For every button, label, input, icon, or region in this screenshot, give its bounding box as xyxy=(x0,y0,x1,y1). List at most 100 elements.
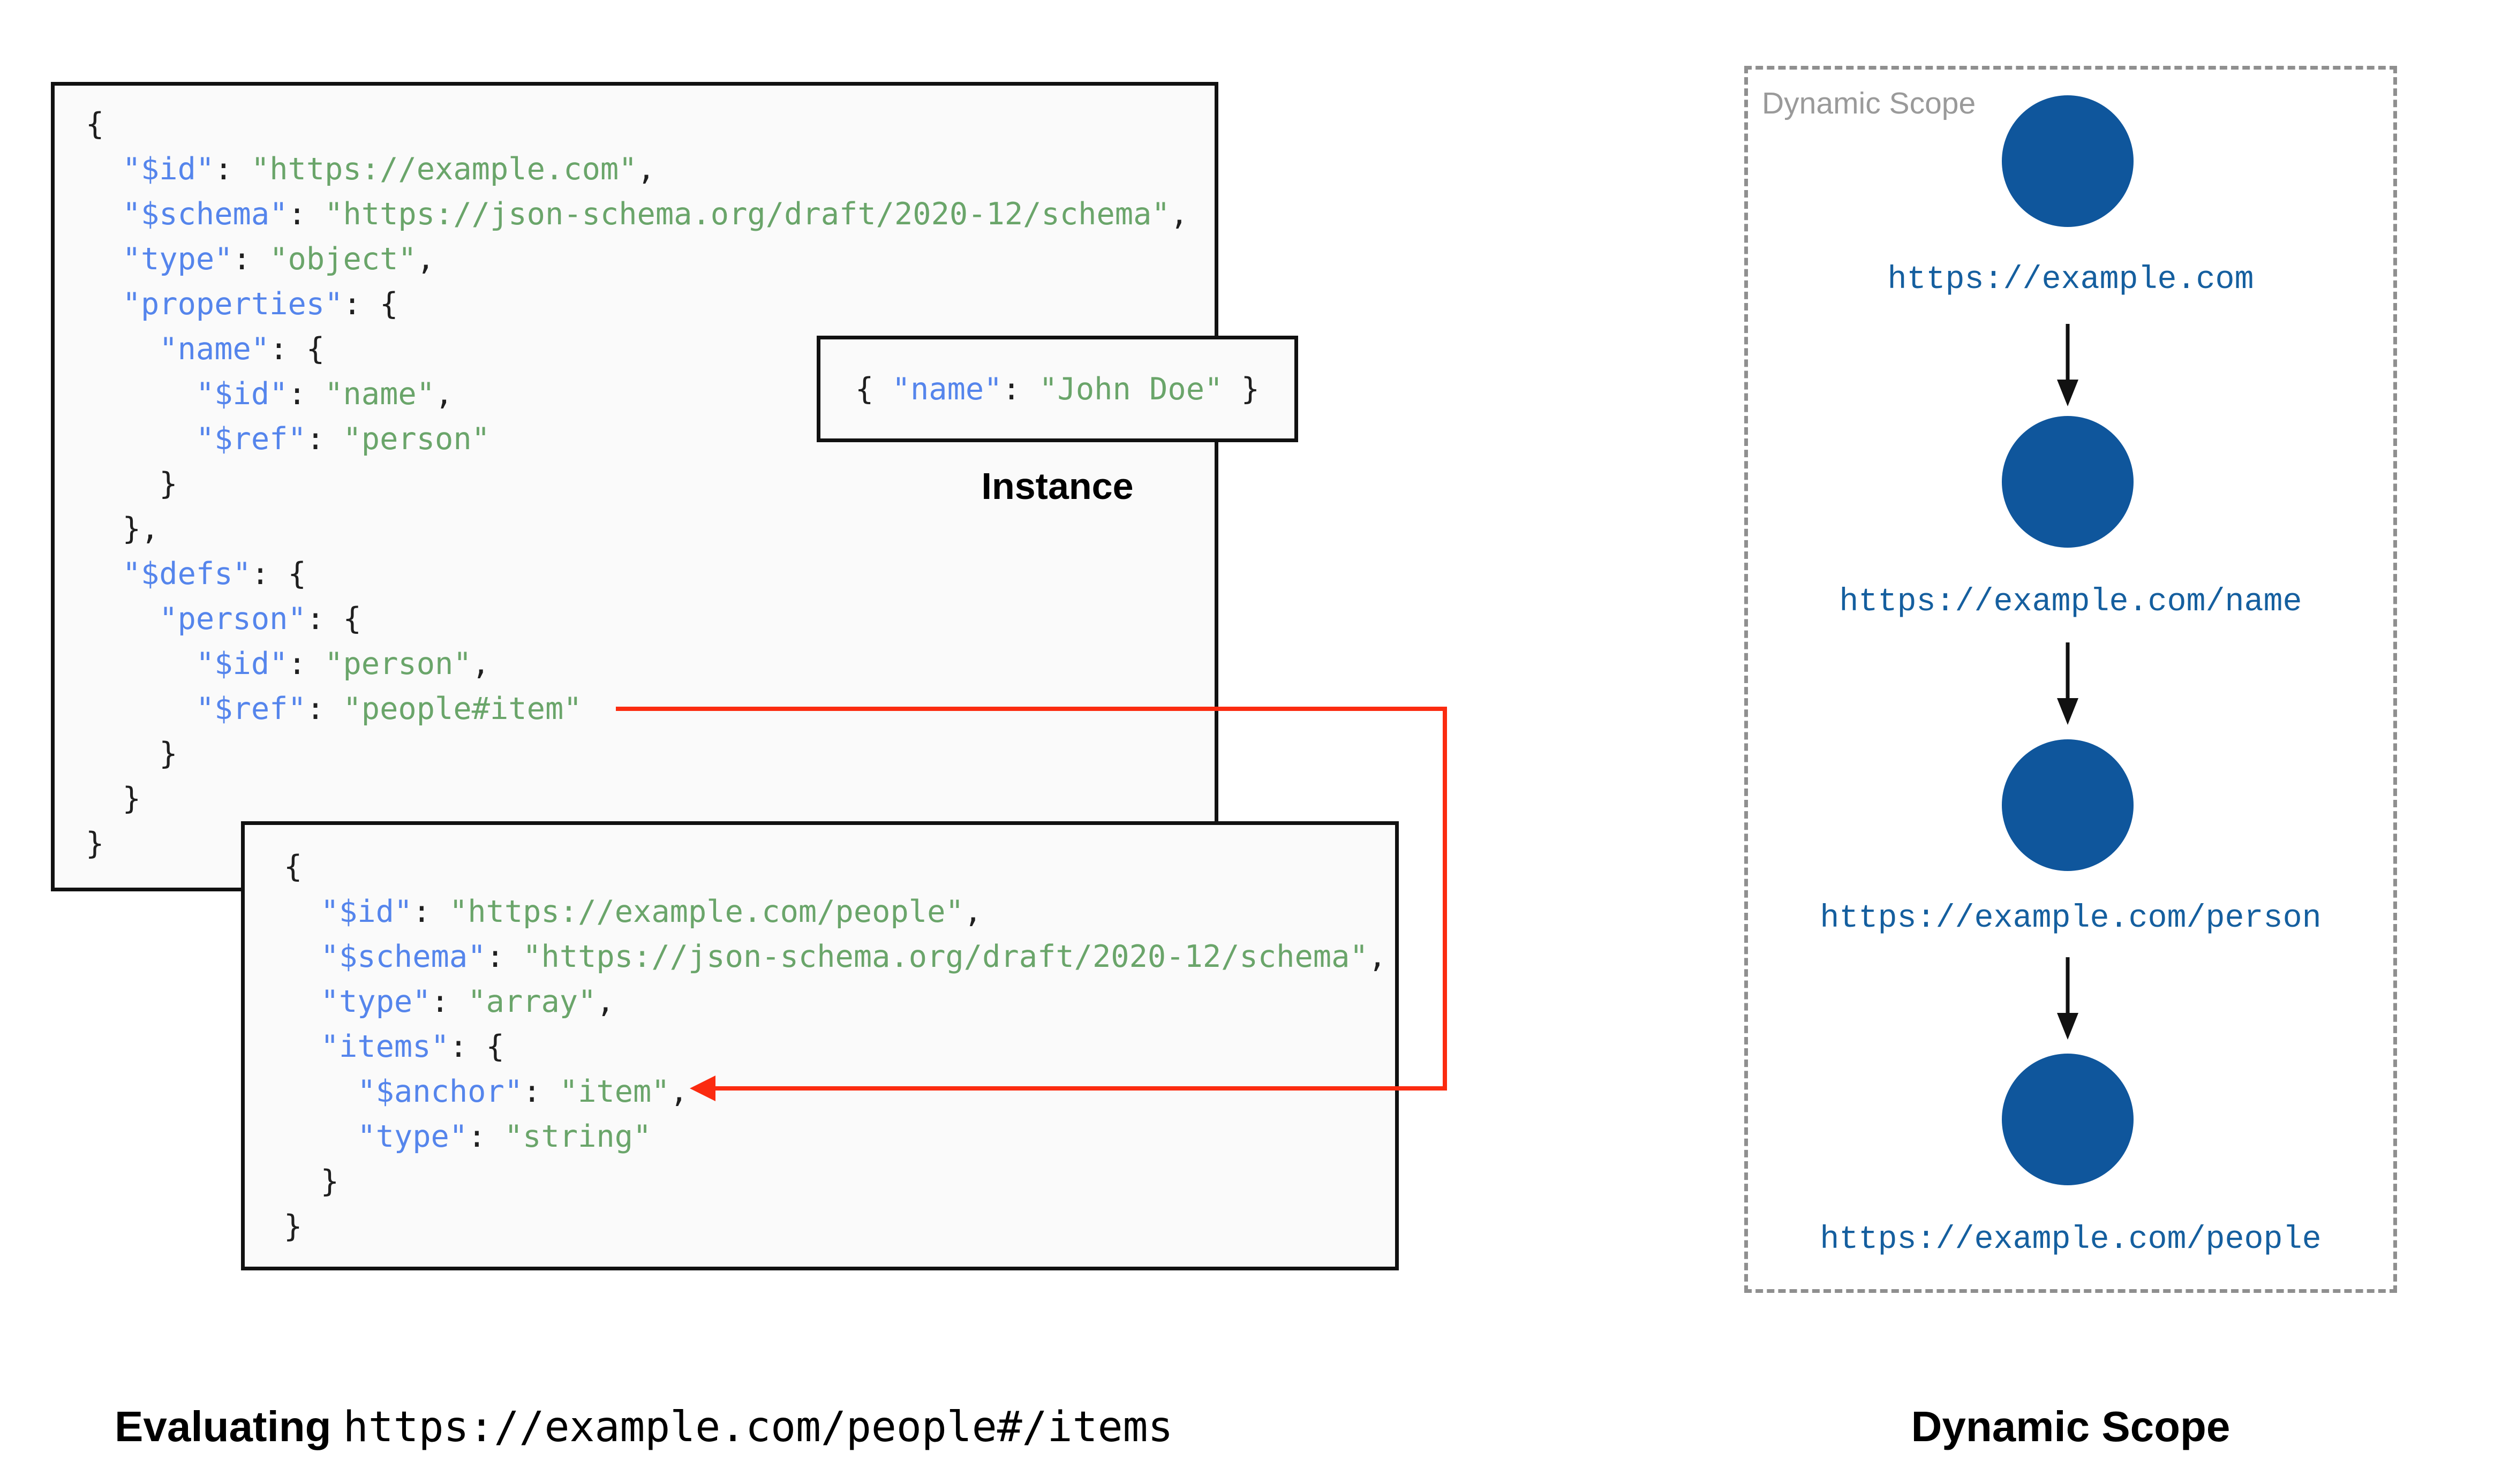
code-token: } xyxy=(86,781,141,816)
code-token: : { xyxy=(449,1029,504,1064)
code-token: : xyxy=(306,421,343,457)
code-token: , xyxy=(416,241,435,277)
scope-node-url-4: https://example.com/people xyxy=(1820,1222,2322,1258)
caption-evaluating-url: https://example.com/people#/items xyxy=(343,1403,1173,1451)
code-line: { xyxy=(86,102,1215,147)
code-token: : xyxy=(214,152,251,187)
scope-node-url-2: https://example.com/name xyxy=(1839,584,2302,620)
code-token: } xyxy=(86,466,178,502)
code-token xyxy=(86,421,196,457)
code-token: : xyxy=(431,984,468,1019)
code-line: "$ref": "people#item" xyxy=(86,686,1215,731)
code-line: "type": "string" xyxy=(284,1114,1395,1159)
code-token xyxy=(284,984,321,1019)
code-line: "$anchor": "item", xyxy=(284,1069,1395,1114)
scope-node-url-1: https://example.com xyxy=(1887,262,2254,298)
code-line: "$id": "name", xyxy=(86,372,1215,417)
code-token: { xyxy=(86,107,104,142)
code-token xyxy=(284,894,321,929)
code-token: { xyxy=(284,849,303,884)
code-token: : xyxy=(468,1119,504,1154)
code-token: { xyxy=(855,371,892,407)
code-token: : xyxy=(486,939,523,974)
scope-node-circle-1 xyxy=(2002,95,2134,227)
code-line: "$schema": "https://json-schema.org/draf… xyxy=(284,934,1395,979)
code-token: , xyxy=(963,894,983,929)
code-token: "$id" xyxy=(320,894,413,929)
down-arrow-icon xyxy=(2057,324,2078,406)
code-token: "$ref" xyxy=(195,691,306,726)
code-line: "$id": "https://example.com", xyxy=(86,147,1215,192)
down-arrow-icon xyxy=(2057,642,2078,725)
code-token xyxy=(86,601,159,637)
caption-dynamic-scope: Dynamic Scope xyxy=(1911,1403,2230,1450)
code-line: } xyxy=(86,821,1215,866)
code-line: "properties": { xyxy=(86,282,1215,327)
code-token: "$schema" xyxy=(122,196,288,232)
code-token xyxy=(86,331,159,367)
code-token: "type" xyxy=(320,984,431,1019)
scope-node-circle-4 xyxy=(2002,1054,2134,1185)
code-token: , xyxy=(435,376,454,412)
code-token xyxy=(86,691,196,726)
code-token xyxy=(284,939,321,974)
code-token: "https://json-schema.org/draft/2020-12/s… xyxy=(523,939,1368,974)
down-arrow-icon xyxy=(2057,957,2078,1040)
code-line: } xyxy=(284,1159,1395,1204)
code-token: , xyxy=(471,646,491,682)
code-token: : xyxy=(288,196,325,232)
schema-panel-people: { "$id": "https://example.com/people", "… xyxy=(241,821,1399,1270)
code-line: "$defs": { xyxy=(86,551,1215,596)
code-line: } xyxy=(86,461,1215,506)
code-line: { xyxy=(284,844,1395,889)
code-token: : xyxy=(288,646,325,682)
code-line: "$id": "person", xyxy=(86,641,1215,686)
code-token: : { xyxy=(343,286,398,322)
code-token: : { xyxy=(269,331,325,367)
code-line: "$id": "https://example.com/people", xyxy=(284,889,1395,934)
code-token: "object" xyxy=(269,241,417,277)
code-line: } xyxy=(284,1204,1395,1249)
code-token: "$ref" xyxy=(195,421,306,457)
code-token: : xyxy=(523,1074,560,1109)
code-token xyxy=(86,152,123,187)
code-token: "name" xyxy=(892,371,1003,407)
code-token: "array" xyxy=(468,984,597,1019)
code-token: : xyxy=(412,894,449,929)
instance-panel: { "name": "John Doe" } xyxy=(817,336,1298,442)
code-token: } xyxy=(86,826,104,861)
code-token: "properties" xyxy=(122,286,343,322)
code-token: "item" xyxy=(559,1074,670,1109)
code-token: , xyxy=(1368,939,1387,974)
code-token: "John Doe" xyxy=(1039,371,1223,407)
code-token: "person" xyxy=(159,601,306,637)
code-line: "person": { xyxy=(86,596,1215,641)
instance-json: { "name": "John Doe" } xyxy=(855,373,1260,405)
code-token xyxy=(86,286,123,322)
code-token xyxy=(86,646,196,682)
code-token: , xyxy=(669,1074,689,1109)
dynamic-scope-panel-label: Dynamic Scope xyxy=(1762,86,1976,120)
code-line: } xyxy=(86,731,1215,776)
code-token: "people#item" xyxy=(343,691,582,726)
code-token xyxy=(86,241,123,277)
code-line: "$schema": "https://json-schema.org/draf… xyxy=(86,192,1215,237)
code-token: , xyxy=(1170,196,1189,232)
scope-node-url-3: https://example.com/person xyxy=(1820,900,2322,937)
code-line: } xyxy=(86,776,1215,821)
code-token: "person" xyxy=(325,646,472,682)
code-token: : xyxy=(306,691,343,726)
code-token xyxy=(86,556,123,592)
code-line: "items": { xyxy=(284,1024,1395,1069)
code-token: "$id" xyxy=(195,376,288,412)
code-token: "items" xyxy=(320,1029,449,1064)
code-line: "type": "array", xyxy=(284,979,1395,1024)
code-token: : { xyxy=(306,601,361,637)
code-token: "https://json-schema.org/draft/2020-12/s… xyxy=(325,196,1170,232)
code-token: "name" xyxy=(159,331,270,367)
code-token xyxy=(86,196,123,232)
code-token: "string" xyxy=(504,1119,652,1154)
code-token: "https://example.com" xyxy=(251,152,637,187)
code-token: "$id" xyxy=(122,152,215,187)
